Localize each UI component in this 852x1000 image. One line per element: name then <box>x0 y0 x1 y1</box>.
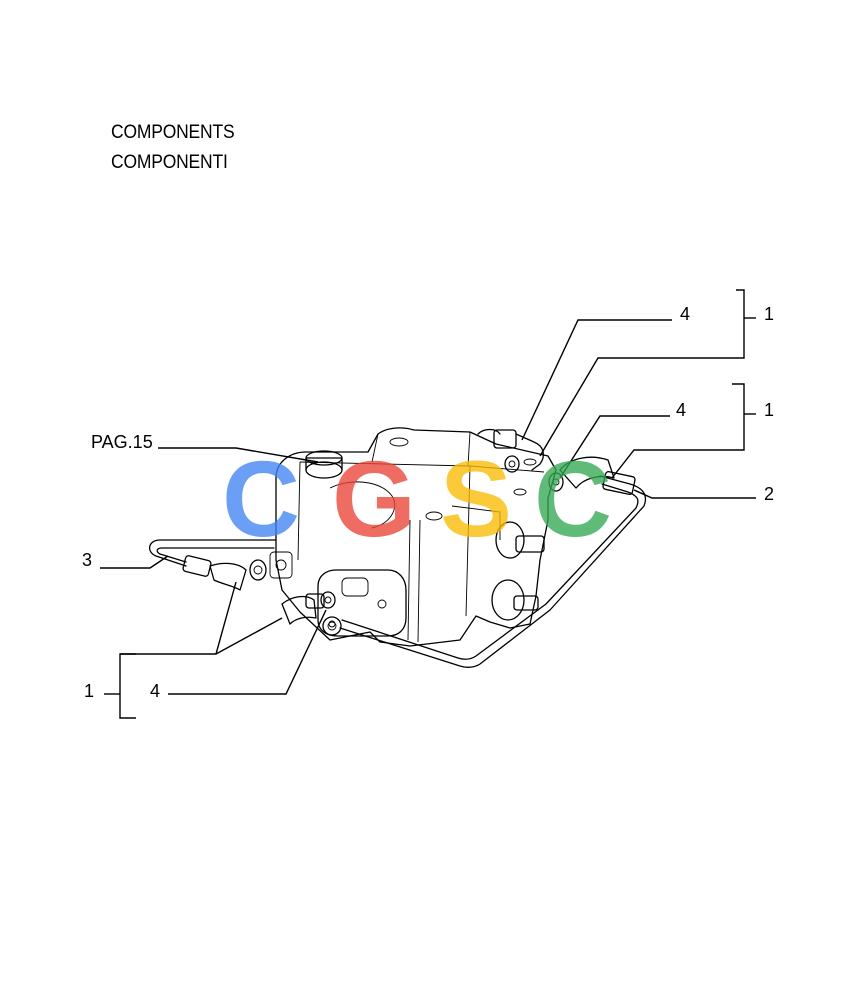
watermark-logo: C G S C <box>222 438 612 559</box>
top-plug-bolt <box>305 450 343 479</box>
watermark-letter-s: S <box>440 438 512 559</box>
callout-bottom-group: 1 <box>84 681 94 701</box>
callout-top-upper-group: 1 <box>764 304 774 324</box>
page-title-italian: COMPONENTI <box>111 152 228 173</box>
callout-labels: PAG.15 4 1 4 1 2 3 1 4 <box>82 304 774 701</box>
callout-bottom-item: 4 <box>150 681 160 701</box>
watermark-letter-c2: C <box>534 438 612 559</box>
page-title-english: COMPONENTS <box>111 122 235 143</box>
pipe-3 <box>149 539 277 591</box>
callout-pag-15: PAG.15 <box>91 432 153 452</box>
right-elbow-fitting <box>548 456 615 492</box>
bottom-left-elbow-fitting <box>281 591 336 625</box>
callout-pipe-2: 2 <box>764 484 774 504</box>
callout-top-lower-group: 1 <box>764 400 774 420</box>
callout-pipe-3: 3 <box>82 550 92 570</box>
callout-top-lower-item: 4 <box>676 400 686 420</box>
watermark-letter-g: G <box>332 438 416 559</box>
pipe-2 <box>322 470 647 668</box>
watermark-letter-c1: C <box>222 438 300 559</box>
leader-lines <box>100 289 756 719</box>
callout-top-upper-item: 4 <box>680 304 690 324</box>
